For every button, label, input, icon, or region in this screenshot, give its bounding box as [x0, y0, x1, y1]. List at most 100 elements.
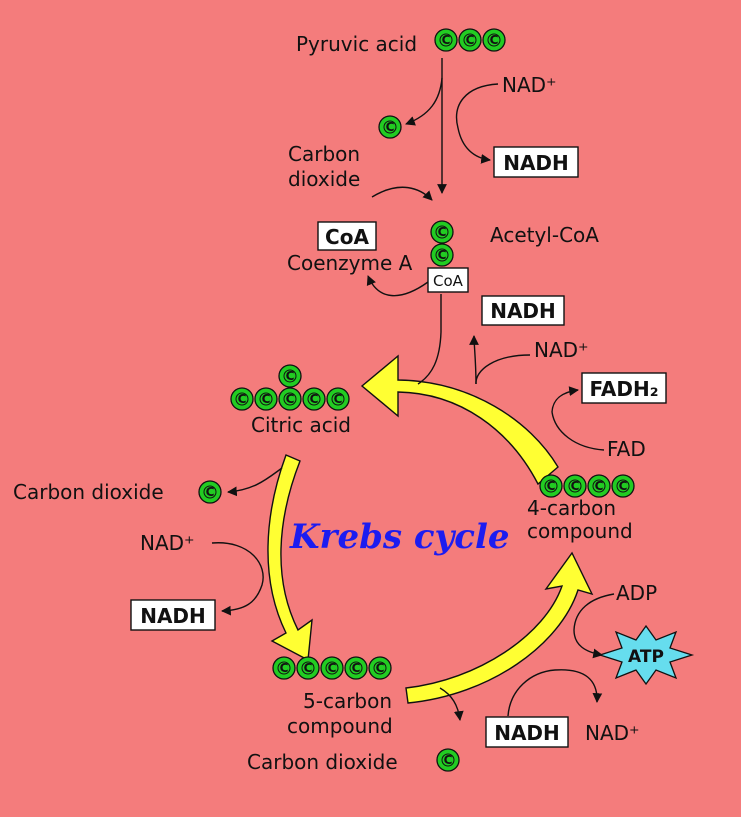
carbon-atom: [296, 656, 320, 680]
carbon-atom: [430, 243, 454, 267]
carbon-atom: [458, 28, 482, 52]
carbon-symbol: C: [466, 33, 475, 47]
carbon-atom: [254, 387, 278, 411]
carbon-dioxide-top-line2: dioxide: [288, 167, 360, 191]
carbon-symbol: C: [286, 369, 295, 383]
carbon-atom-ring: [307, 392, 321, 406]
carbon-atom-ring: [487, 33, 501, 47]
carbon-atom: [344, 656, 368, 680]
carbon-dioxide-left-label: Carbon dioxide: [13, 480, 164, 504]
carbon-atom: [278, 364, 302, 388]
krebs-cycle-title: Krebs cycle: [289, 517, 510, 557]
carbon-symbol: C: [310, 392, 319, 406]
carbon-atom: [482, 28, 506, 52]
nadh-top-label: NADH: [503, 151, 569, 175]
carbon-atom-ring: [259, 392, 273, 406]
carbon-symbol: C: [206, 485, 215, 499]
carbon-atom: [434, 28, 458, 52]
carbon-symbol: C: [438, 225, 447, 239]
carbon-atom-ring: [463, 33, 477, 47]
carbon-atom-ring: [277, 661, 291, 675]
carbon-symbol: C: [438, 248, 447, 262]
carbon-atom: [278, 387, 302, 411]
carbon-symbol: C: [619, 479, 628, 493]
carbon-symbol: C: [386, 120, 395, 134]
carbon-atom-ring: [616, 479, 630, 493]
five-carbon-line2: compound: [287, 714, 393, 738]
carbon-atom: [539, 474, 563, 498]
nadh-bottom-label: NADH: [494, 721, 560, 745]
nad-left-label: NAD⁺: [140, 531, 195, 555]
nadh-box-bottom: NADH: [485, 716, 569, 748]
carbon-atom: [198, 480, 222, 504]
coa-box-label: CoA: [325, 225, 369, 249]
carbon-atom: [368, 656, 392, 680]
coa-small-box: CoA: [427, 267, 469, 293]
carbon-atom: [436, 748, 460, 772]
carbon-symbol: C: [490, 33, 499, 47]
carbon-atom: [230, 387, 254, 411]
carbon-symbol: C: [238, 392, 247, 406]
carbon-atom-ring: [349, 661, 363, 675]
carbon-symbol: C: [328, 661, 337, 675]
carbon-atom: [611, 474, 635, 498]
fad-label: FAD: [607, 437, 646, 461]
co2-bottom-carbon: C: [436, 748, 460, 772]
carbon-atom: [378, 115, 402, 139]
carbon-atom: [587, 474, 611, 498]
carbon-atom-ring: [441, 753, 455, 767]
carbon-atom-ring: [435, 248, 449, 262]
reaction-arrows: [211, 58, 615, 721]
nad-right-top-label: NAD⁺: [534, 338, 589, 362]
carbon-atom-ring: [373, 661, 387, 675]
carbon-atom: [326, 387, 350, 411]
carbon-symbol: C: [304, 661, 313, 675]
citric-acid-label: Citric acid: [251, 413, 351, 437]
carbon-atom-ring: [203, 485, 217, 499]
nadh-box-left: NADH: [130, 599, 216, 631]
cycle-arrow-bottom-right: [405, 551, 594, 704]
carbon-symbol: C: [376, 661, 385, 675]
carbon-atom-ring: [331, 392, 345, 406]
co2-top-carbon: C: [378, 115, 402, 139]
acetyl-coa-label: Acetyl-CoA: [490, 223, 599, 247]
carbon-atom-ring: [283, 392, 297, 406]
carbon-symbol: C: [280, 661, 289, 675]
nad-top-label: NAD⁺: [502, 73, 557, 97]
carbon-symbol: C: [286, 392, 295, 406]
coa-small-label: CoA: [433, 272, 464, 290]
four-carbon-line2: compound: [527, 519, 633, 543]
coenzyme-a-label: Coenzyme A: [287, 251, 413, 275]
four-carbon-line1: 4-carbon: [527, 496, 616, 520]
carbon-symbol: C: [352, 661, 361, 675]
carbon-dioxide-bottom-label: Carbon dioxide: [247, 750, 398, 774]
carbon-atom-ring: [235, 392, 249, 406]
carbon-atom-ring: [439, 33, 453, 47]
nad-bottom-label: NAD⁺: [585, 721, 640, 745]
carbon-symbol: C: [262, 392, 271, 406]
atp-star: ATP: [597, 624, 695, 686]
nadh-right-top-label: NADH: [490, 299, 556, 323]
cycle-arrow-top: [360, 354, 559, 486]
carbon-symbol: C: [444, 753, 453, 767]
carbon-symbol: C: [595, 479, 604, 493]
carbon-atom-ring: [592, 479, 606, 493]
carbon-symbol: C: [442, 33, 451, 47]
carbon-atom-ring: [568, 479, 582, 493]
coa-box: CoA: [317, 221, 377, 251]
co2-left-carbon: C: [198, 480, 222, 504]
carbon-atom-ring: [301, 661, 315, 675]
carbon-symbol: C: [571, 479, 580, 493]
carbon-dioxide-top-line1: Carbon: [288, 142, 360, 166]
carbon-symbol: C: [547, 479, 556, 493]
nadh-box-right-top: NADH: [481, 295, 565, 326]
five-carbon-line1: 5-carbon: [303, 689, 392, 713]
carbon-atom-ring: [383, 120, 397, 134]
nadh-box-top: NADH: [493, 146, 579, 178]
carbon-atom: [272, 656, 296, 680]
